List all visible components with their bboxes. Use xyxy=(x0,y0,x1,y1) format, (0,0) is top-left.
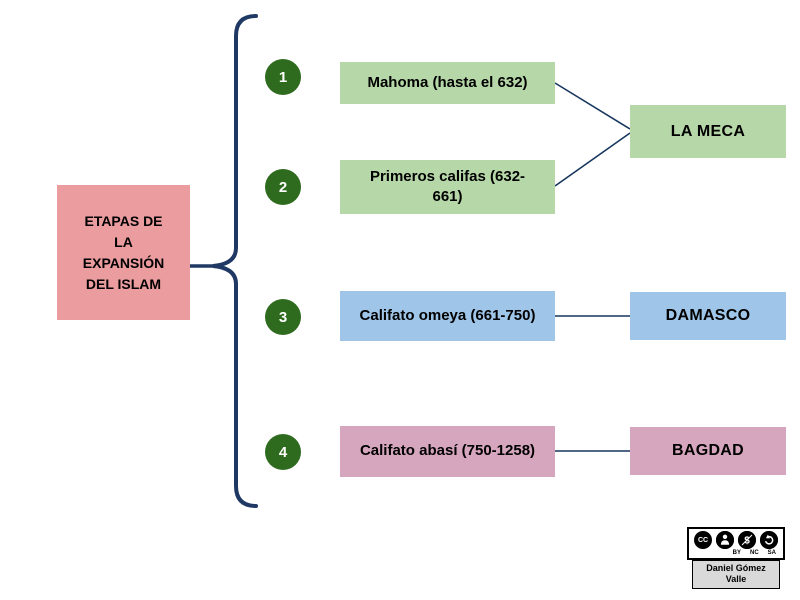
stage-box-califato-abasi-label: Califato abasí (750-1258) xyxy=(359,442,536,460)
destination-damasco-label: DAMASCO xyxy=(665,307,751,324)
stage-box-califato-abasi: Califato abasí (750-1258) xyxy=(340,426,555,477)
stage-box-mahoma-label: Mahoma (hasta el 632) xyxy=(367,73,528,91)
cc-license-letters: BY NC SA xyxy=(692,550,780,557)
stage-number-3: 3 xyxy=(265,299,301,335)
author-name: Daniel Gómez Valle xyxy=(706,563,766,585)
stage-number-4: 4 xyxy=(265,434,301,470)
cc-nc-dollar-icon: $ xyxy=(738,531,756,549)
curly-brace xyxy=(212,14,258,508)
line-stage2-to-mecca xyxy=(554,132,631,187)
diagram-title-box: ETAPAS DE LA EXPANSIÓN DEL ISLAM xyxy=(57,185,190,320)
stage-number-1-label: 1 xyxy=(278,68,288,86)
cc-icon-row: CC $ xyxy=(694,531,778,549)
cc-sa-arrow-icon xyxy=(760,531,778,549)
destination-box-la-meca: LA MECA xyxy=(630,105,786,158)
stage-number-3-label: 3 xyxy=(278,308,288,326)
stage-box-primeros-califas: Primeros califas (632-661) xyxy=(340,160,555,214)
cc-icon: CC xyxy=(694,531,712,549)
diagram-title: ETAPAS DE LA EXPANSIÓN DEL ISLAM xyxy=(82,212,165,292)
stage-number-1: 1 xyxy=(265,59,301,95)
stage-box-mahoma: Mahoma (hasta el 632) xyxy=(340,62,555,104)
cc-icon-label: CC xyxy=(697,536,709,544)
destination-bagdad-label: BAGDAD xyxy=(671,442,745,459)
cc-by-person-icon xyxy=(716,531,734,549)
destination-la-meca-label: LA MECA xyxy=(670,122,746,140)
license-credit-badge: CC $ xyxy=(687,527,785,589)
cc-sa-label: SA xyxy=(767,550,776,556)
stage-number-2: 2 xyxy=(265,169,301,205)
stage-box-califato-omeya-label: Califato omeya (661-750) xyxy=(359,306,536,324)
destination-box-damasco: DAMASCO xyxy=(630,292,786,340)
stage-box-califato-omeya: Califato omeya (661-750) xyxy=(340,291,555,341)
cc-license-box: CC $ xyxy=(687,527,785,561)
stage-number-2-label: 2 xyxy=(278,178,288,196)
stage-number-4-label: 4 xyxy=(278,443,288,461)
destination-box-bagdad: BAGDAD xyxy=(630,427,786,475)
svg-text:$: $ xyxy=(744,536,750,547)
cc-by-label: BY xyxy=(732,550,741,556)
cc-nc-label: NC xyxy=(749,550,759,556)
author-credit-box: Daniel Gómez Valle xyxy=(692,560,780,589)
line-stage1-to-mecca xyxy=(554,82,631,130)
stage-box-primeros-califas-label: Primeros califas (632-661) xyxy=(369,167,526,205)
